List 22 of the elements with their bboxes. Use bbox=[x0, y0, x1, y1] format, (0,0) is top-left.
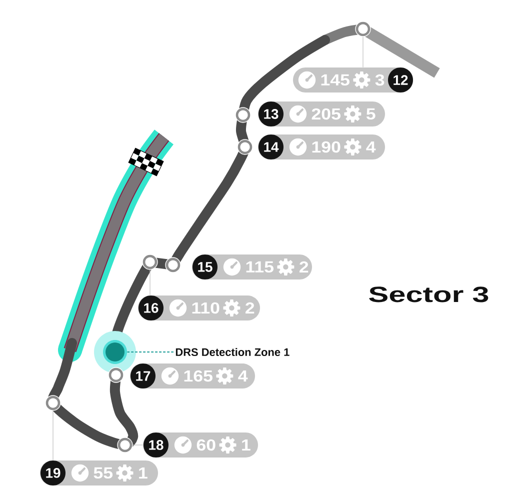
turn-number-badge: 15 bbox=[192, 254, 218, 280]
turn-number-badge: 18 bbox=[144, 432, 168, 458]
turn-number-badge: 19 bbox=[40, 460, 66, 486]
turn-marker bbox=[355, 21, 371, 37]
drs-marker bbox=[94, 331, 136, 373]
turn-marker bbox=[237, 139, 253, 155]
turn-marker bbox=[142, 254, 158, 270]
turn-number-badge: 14 bbox=[258, 134, 284, 160]
turn-number-badge: 13 bbox=[258, 102, 284, 126]
leader-line bbox=[52, 410, 54, 461]
zone-label: DRS Detection Zone 1 bbox=[176, 348, 290, 356]
turn-marker bbox=[108, 367, 124, 383]
turn-marker bbox=[117, 437, 133, 453]
turn-marker bbox=[235, 107, 251, 123]
turn-marker bbox=[165, 257, 181, 273]
turn-number-badge: 17 bbox=[130, 364, 156, 388]
turn-number-badge: 16 bbox=[138, 296, 164, 320]
turn-marker bbox=[45, 395, 61, 411]
title: Sector 3 bbox=[369, 286, 488, 302]
turn-number-badge: 12 bbox=[388, 68, 413, 92]
leader-line bbox=[362, 36, 364, 68]
leader-line bbox=[132, 444, 144, 446]
